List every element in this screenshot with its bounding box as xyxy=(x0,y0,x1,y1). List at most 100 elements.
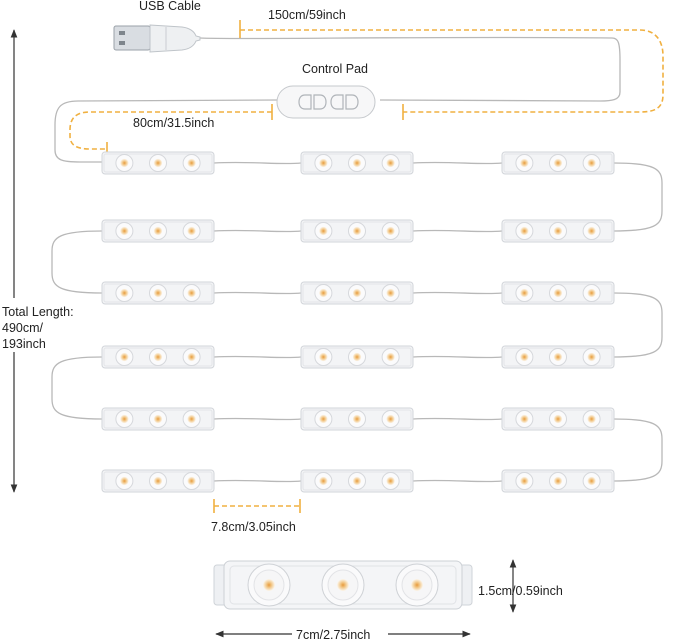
cable-length-label: 150cm/59inch xyxy=(268,8,346,22)
led-chip xyxy=(520,288,529,298)
closeup-led-chip xyxy=(337,579,349,591)
led-chip xyxy=(587,476,596,486)
module-link-wire xyxy=(213,479,302,483)
led-module xyxy=(501,151,615,175)
control-pad xyxy=(276,85,376,119)
led-chip xyxy=(587,352,596,362)
led-module xyxy=(501,407,615,431)
total-length-label: Total Length: 490cm/ 193inch xyxy=(2,304,74,352)
led-chip xyxy=(120,226,129,236)
led-chip xyxy=(153,414,163,424)
dimension-lines xyxy=(10,20,664,638)
module-link-wire xyxy=(412,355,503,359)
led-chip xyxy=(386,352,395,362)
led-chip xyxy=(553,476,563,486)
led-chip xyxy=(520,476,529,486)
led-chip xyxy=(153,226,163,236)
led-chip xyxy=(187,476,196,486)
pad-button-icon xyxy=(330,94,344,110)
usb-housing xyxy=(149,24,201,53)
led-chip xyxy=(386,476,395,486)
led-chip xyxy=(153,476,163,486)
usb-cable-wire xyxy=(199,36,621,102)
pad-button-icon xyxy=(313,94,327,110)
usb-plug-icon xyxy=(113,24,201,53)
led-module xyxy=(501,469,615,493)
closeup-led-chip xyxy=(411,579,423,591)
module-link-wire xyxy=(412,161,503,165)
pad-button-icon xyxy=(345,94,359,110)
row-turn-wire xyxy=(51,230,103,294)
module-link-wire xyxy=(412,291,503,295)
led-chip xyxy=(187,226,196,236)
led-chip xyxy=(587,414,596,424)
lead-wire xyxy=(54,99,279,163)
led-chip xyxy=(319,476,328,486)
led-chip xyxy=(153,352,163,362)
led-module xyxy=(300,151,414,175)
led-chip xyxy=(187,352,196,362)
row-turn-wire xyxy=(51,356,103,420)
led-chip xyxy=(187,288,196,298)
led-module xyxy=(101,345,215,369)
lead-length-label: 80cm/31.5inch xyxy=(133,116,215,130)
led-module xyxy=(101,407,215,431)
led-chip xyxy=(553,226,563,236)
led-chip xyxy=(352,476,362,486)
total-length-line1: Total Length: xyxy=(2,305,74,319)
row-turn-wire xyxy=(613,162,663,232)
control-pad-label: Control Pad xyxy=(302,62,369,76)
module-link-wire xyxy=(412,479,503,483)
led-chip xyxy=(319,352,328,362)
module-link-wire xyxy=(213,161,302,165)
led-module xyxy=(501,219,615,243)
led-chip xyxy=(386,226,395,236)
led-module xyxy=(101,281,215,305)
spacing-label: 7.8cm/3.05inch xyxy=(211,520,296,534)
led-module-grid xyxy=(101,151,615,493)
module-link-wire xyxy=(412,229,503,233)
usb-contact xyxy=(119,31,125,35)
led-chip xyxy=(352,414,362,424)
connecting-wires xyxy=(51,36,663,483)
row-turn-wire xyxy=(613,418,663,482)
module-link-wire xyxy=(213,229,302,233)
total-length-line2: 490cm/ xyxy=(2,321,43,335)
led-module xyxy=(300,219,414,243)
led-chip xyxy=(520,414,529,424)
led-chip xyxy=(352,288,362,298)
led-chip xyxy=(520,352,529,362)
led-chip xyxy=(587,226,596,236)
row-turn-wire xyxy=(613,292,663,358)
led-chip xyxy=(187,414,196,424)
usb-cable-label: USB Cable xyxy=(139,0,201,13)
total-length-line3: 193inch xyxy=(2,337,46,351)
led-chip xyxy=(520,226,529,236)
led-chip xyxy=(587,158,596,168)
led-chip xyxy=(386,414,395,424)
usb-contact xyxy=(119,41,125,45)
pad-button-icon xyxy=(298,94,312,110)
led-chip xyxy=(187,158,196,168)
module-width-label: 7cm/2.75inch xyxy=(296,628,371,642)
led-chip xyxy=(553,414,563,424)
led-chip xyxy=(553,352,563,362)
led-module xyxy=(501,345,615,369)
led-chip xyxy=(153,158,163,168)
module-link-wire xyxy=(412,417,503,421)
led-chip xyxy=(352,226,362,236)
led-module xyxy=(101,151,215,175)
led-chip xyxy=(352,352,362,362)
led-module xyxy=(300,407,414,431)
led-chip xyxy=(319,288,328,298)
led-chip xyxy=(319,158,328,168)
led-chip xyxy=(553,158,563,168)
module-height-label: 1.5cm/0.59inch xyxy=(478,584,563,598)
led-chip xyxy=(120,288,129,298)
led-chip xyxy=(386,288,395,298)
led-chip xyxy=(553,288,563,298)
led-chip xyxy=(352,158,362,168)
led-module-closeup xyxy=(213,560,473,610)
led-chip xyxy=(520,158,529,168)
